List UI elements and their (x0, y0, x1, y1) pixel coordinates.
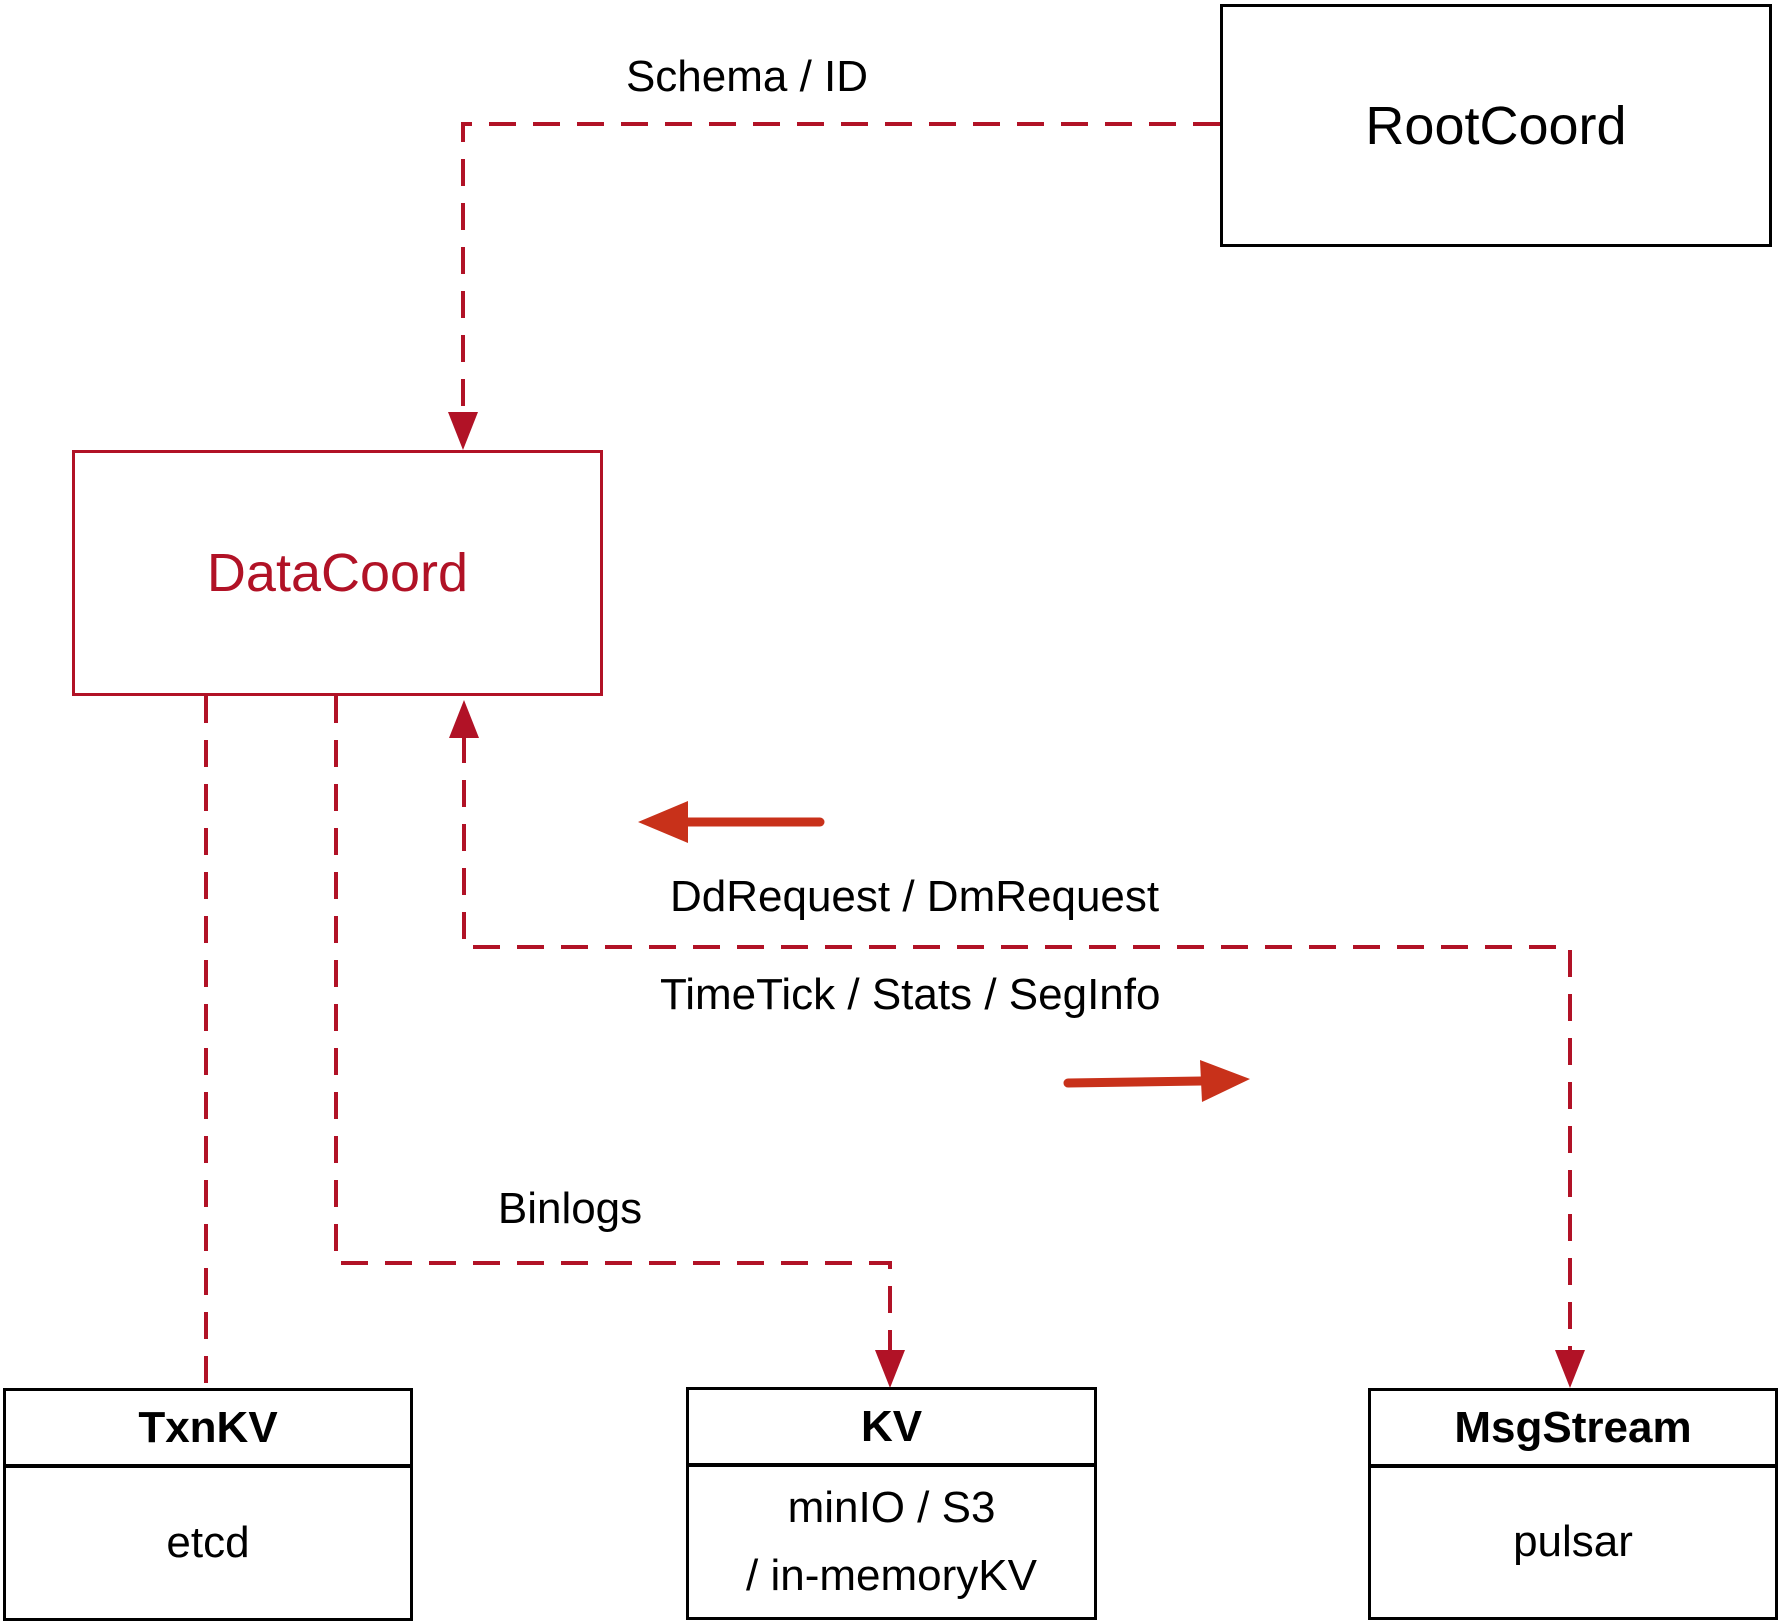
msgstream-title: MsgStream (1371, 1391, 1775, 1468)
kv-title: KV (689, 1390, 1094, 1467)
txnkv-body: etcd (166, 1517, 250, 1567)
msgstream-arrowhead-up-icon (449, 700, 479, 738)
rootcoord-label: RootCoord (1365, 95, 1627, 156)
msgstream-node: MsgStream pulsar (1368, 1388, 1778, 1620)
right-direction-arrow-icon (1200, 1060, 1250, 1102)
kv-body-line2: / in-memoryKV (746, 1551, 1037, 1600)
right-direction-arrow-shaft (1063, 1076, 1207, 1088)
datacoord-node: DataCoord (72, 450, 603, 696)
msgstream-body: pulsar (1513, 1517, 1633, 1567)
binlogs-edge (334, 696, 892, 1352)
schema-id-edge (461, 122, 1220, 414)
txnkv-node: TxnKV etcd (3, 1388, 413, 1621)
rootcoord-node: RootCoord (1220, 4, 1772, 247)
schema-id-edge-label: Schema / ID (625, 52, 869, 101)
timetick-edge-label: TimeTick / Stats / SegInfo (660, 970, 1161, 1019)
binlogs-arrowhead-down-icon (875, 1350, 905, 1388)
datacoord-label: DataCoord (206, 543, 469, 603)
binlogs-edge-label: Binlogs (497, 1184, 643, 1233)
kv-body-line1: minIO / S3 (787, 1482, 996, 1532)
dd-dm-request-edge-label: DdRequest / DmRequest (670, 872, 1160, 921)
msgstream-arrowhead-down-icon (1555, 1350, 1585, 1388)
left-direction-arrow-icon (638, 801, 688, 843)
msgstream-edge (462, 736, 1572, 1352)
schema-id-arrowhead-down-icon (448, 412, 478, 450)
kv-node: KV minIO / S3 / in-memoryKV (686, 1387, 1097, 1620)
txnkv-title: TxnKV (6, 1391, 410, 1468)
